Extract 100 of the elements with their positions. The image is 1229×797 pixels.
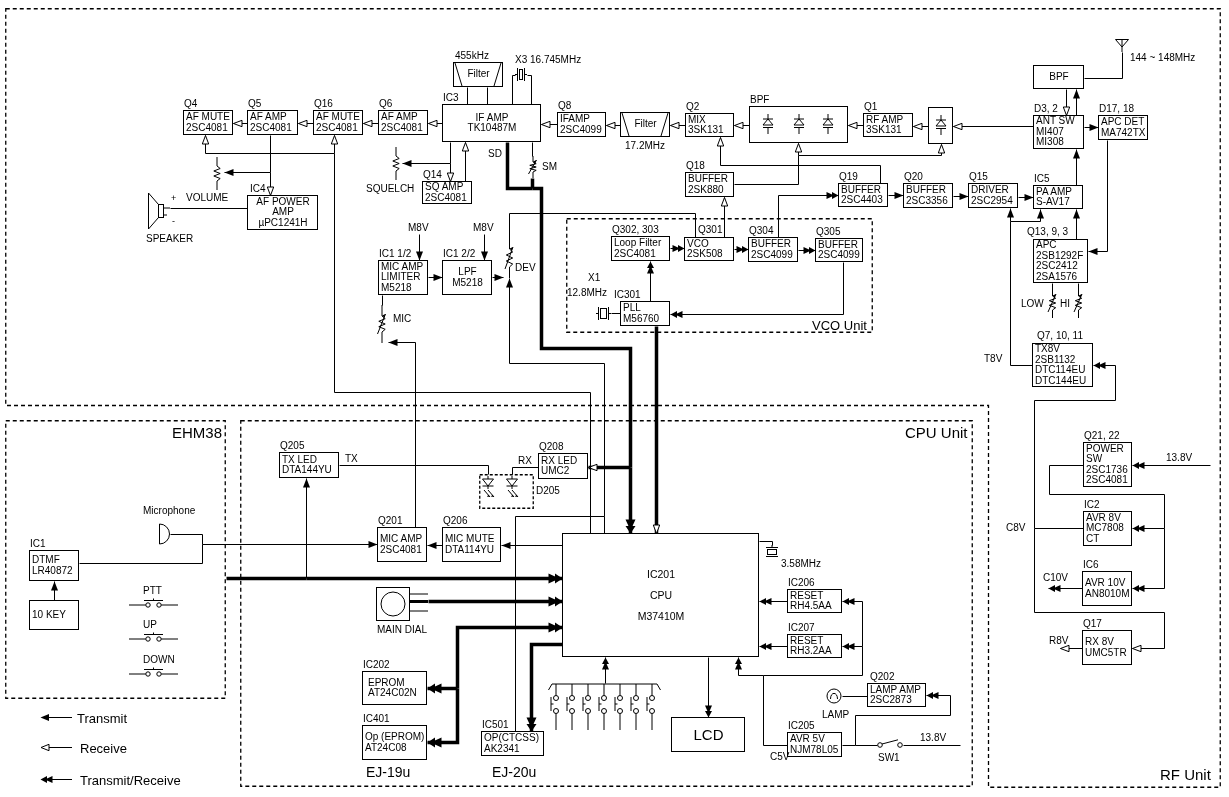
reference-label: IC202 bbox=[363, 659, 390, 670]
arrow bbox=[794, 143, 803, 156]
component-label: POWER SW bbox=[1086, 443, 1125, 465]
reference-label: Q16 bbox=[314, 98, 333, 109]
connection-line bbox=[170, 208, 248, 209]
bus-line bbox=[505, 142, 533, 191]
component-label: APC bbox=[1036, 240, 1057, 251]
component-label: RH3.2AA bbox=[790, 646, 832, 657]
component-label: VCO bbox=[687, 238, 709, 249]
arrow bbox=[1073, 209, 1080, 240]
arrow bbox=[953, 193, 969, 200]
arrow bbox=[670, 121, 686, 130]
reference-label: Q302, 303 bbox=[612, 224, 659, 235]
arrow bbox=[720, 197, 729, 238]
circuit-block bbox=[671, 717, 745, 752]
connection-line bbox=[763, 675, 788, 746]
frequency-label: X3 16.745MHz bbox=[515, 54, 582, 65]
reference-label: Q14 bbox=[423, 169, 442, 180]
arrow bbox=[848, 121, 864, 130]
component-label: MAIN DIAL bbox=[377, 624, 427, 635]
component-label: EPROM bbox=[368, 677, 405, 688]
arrow bbox=[606, 121, 621, 130]
component-label: 2SC4099 bbox=[751, 249, 793, 260]
component-label: DTC144EU bbox=[1035, 375, 1087, 386]
arrow bbox=[541, 120, 558, 129]
arrow bbox=[481, 234, 488, 261]
arrow bbox=[427, 542, 443, 549]
control-label: HI bbox=[1060, 298, 1070, 309]
connection-line bbox=[763, 646, 863, 676]
arrow bbox=[1007, 208, 1014, 222]
control-label: MIC bbox=[393, 313, 412, 324]
arrow bbox=[201, 135, 335, 154]
connection-line bbox=[487, 87, 488, 105]
reference-label: IC1 1/2 bbox=[379, 248, 412, 259]
reference-label: IC3 bbox=[443, 92, 459, 103]
component-label: BUFFER bbox=[841, 184, 881, 195]
arrow bbox=[913, 122, 929, 131]
reference-label: Q4 bbox=[184, 98, 198, 109]
component-label: Loop Filter bbox=[614, 238, 662, 249]
reference-label: IC206 bbox=[788, 577, 815, 588]
arrow bbox=[716, 137, 881, 184]
reference-label: Q8 bbox=[558, 100, 572, 111]
reference-label: IC401 bbox=[363, 713, 390, 724]
arrow bbox=[402, 160, 451, 167]
edge-label: 13.8V bbox=[920, 732, 947, 743]
bus-line bbox=[226, 576, 307, 581]
bus-arrow bbox=[652, 326, 661, 534]
component-label: AF AMP bbox=[250, 112, 287, 123]
component-label: MI407 bbox=[1036, 126, 1064, 137]
component-label: IC201 bbox=[647, 566, 675, 582]
edge-label: RX bbox=[518, 455, 532, 466]
reference-label: Q6 bbox=[379, 98, 393, 109]
connection-line bbox=[382, 295, 383, 306]
circuit-block bbox=[928, 107, 953, 144]
legend-label: Transmit/Receive bbox=[80, 773, 181, 788]
bus-line bbox=[530, 178, 535, 189]
reference-label: Q19 bbox=[839, 171, 858, 182]
component-label: M5218 bbox=[452, 277, 483, 288]
reference-label: Q1 bbox=[864, 101, 878, 112]
component-label: AF AMP bbox=[381, 112, 418, 123]
component-label: LAMP AMP bbox=[870, 684, 921, 695]
component-label: APC DET bbox=[1101, 117, 1145, 128]
component-label: UMC5TR bbox=[1085, 647, 1127, 658]
reference-label: IC207 bbox=[788, 622, 815, 633]
component-label: 2SC4081 bbox=[1086, 475, 1128, 486]
component-label: 10 KEY bbox=[32, 609, 66, 621]
component-label: AVR 5V bbox=[790, 734, 825, 745]
connection-line bbox=[512, 75, 516, 105]
component-label: 2SB1132 bbox=[1035, 354, 1076, 365]
component-label: RH4.5AA bbox=[790, 601, 832, 612]
connection-line bbox=[842, 745, 856, 746]
component-label: 2SC4081 bbox=[614, 248, 656, 259]
edge-label: TX bbox=[345, 453, 358, 464]
component-label: 2SC4081 bbox=[250, 122, 292, 133]
reference-label: Q13, 9, 3 bbox=[1027, 226, 1069, 237]
connection-line bbox=[515, 516, 605, 732]
connection-line bbox=[467, 87, 468, 105]
component-label: PA AMP bbox=[1036, 186, 1072, 197]
reference-label: Q201 bbox=[378, 515, 403, 526]
arrow bbox=[506, 278, 605, 517]
component-label: 3SK131 bbox=[866, 125, 902, 136]
connection-line bbox=[339, 465, 489, 475]
unit-title: VCO Unit bbox=[812, 318, 867, 333]
arrow bbox=[1062, 89, 1071, 116]
arrow bbox=[461, 142, 470, 182]
unit-title: EHM38 bbox=[172, 424, 223, 441]
reference-label: Q304 bbox=[749, 225, 774, 236]
frequency-label: 3.58MHz bbox=[781, 558, 821, 569]
connection-line bbox=[527, 75, 532, 105]
component-label: 2SC2873 bbox=[870, 695, 912, 706]
component-label: S-AV17 bbox=[1036, 197, 1070, 208]
reference-label: D17, 18 bbox=[1099, 103, 1135, 114]
arrow bbox=[735, 657, 764, 676]
annotation-label: EJ-20u bbox=[492, 764, 537, 780]
arrow bbox=[1034, 528, 1165, 653]
component-label: 2SC2412 bbox=[1036, 261, 1078, 272]
component-label: UMC2 bbox=[541, 466, 570, 477]
arrow bbox=[330, 135, 339, 154]
arrow bbox=[501, 542, 563, 549]
component-label: 2SC4081 bbox=[316, 122, 358, 133]
